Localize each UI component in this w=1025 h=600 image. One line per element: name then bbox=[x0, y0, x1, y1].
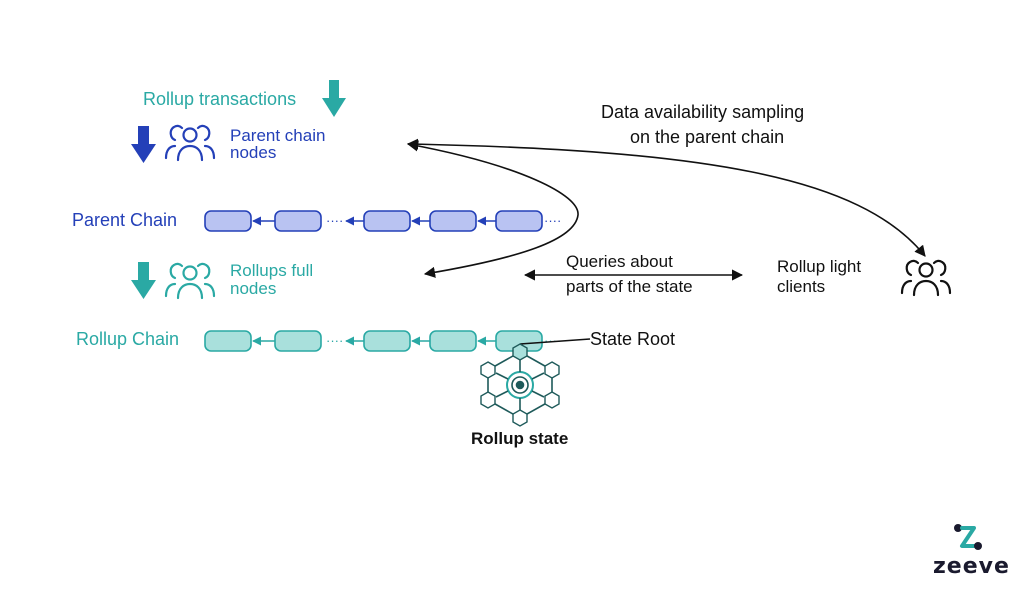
nodes-curved-arrow bbox=[406, 140, 579, 278]
rollup-state-label: Rollup state bbox=[471, 429, 569, 448]
svg-text:····: ···· bbox=[544, 213, 561, 228]
rollup-nodes-users-icon bbox=[164, 262, 216, 300]
parent-chain-label: Parent Chain bbox=[72, 210, 178, 230]
das-label-line1: Data availability sampling bbox=[601, 102, 805, 122]
parent-block bbox=[363, 210, 411, 232]
parent-block bbox=[204, 210, 252, 232]
state-root-label: State Root bbox=[590, 329, 676, 349]
rollup-transactions-down-arrow bbox=[322, 80, 346, 117]
zeeve-logo-icon bbox=[954, 524, 982, 550]
queries-label-line2: parts of the state bbox=[566, 277, 693, 296]
das-arrow bbox=[406, 138, 926, 257]
light-clients-label-line1: Rollup light bbox=[777, 257, 862, 276]
rollups-full-nodes-label-line1: Rollups full bbox=[230, 261, 314, 280]
rollup-transactions-label: Rollup transactions bbox=[143, 89, 297, 109]
parent-chain-blocks: ···· ···· bbox=[204, 210, 561, 232]
parent-chain-nodes-label-line1: Parent chain bbox=[230, 126, 326, 145]
queries-label-line1: Queries about bbox=[566, 252, 673, 271]
rollup-state-network-icon bbox=[480, 343, 560, 427]
parent-block bbox=[429, 210, 477, 232]
rollup-chain-blocks: ···· ···· bbox=[204, 330, 561, 352]
light-clients-users-icon bbox=[900, 259, 952, 297]
zeeve-brand-name: zeeve bbox=[933, 554, 1010, 579]
rollups-full-nodes-label-line2: nodes bbox=[230, 279, 277, 298]
parent-nodes-users-icon bbox=[164, 124, 216, 162]
parent-nodes-down-arrow bbox=[131, 126, 156, 163]
svg-text:····: ···· bbox=[326, 333, 343, 348]
rollup-block bbox=[204, 330, 252, 352]
state-root-pointer bbox=[519, 338, 591, 345]
svg-text:····: ···· bbox=[326, 213, 343, 228]
rollup-chain-label: Rollup Chain bbox=[76, 329, 180, 349]
svg-text:····: ···· bbox=[544, 333, 561, 348]
parent-block bbox=[274, 210, 322, 232]
rollup-block bbox=[429, 330, 477, 352]
parent-block bbox=[495, 210, 543, 232]
rollup-nodes-down-arrow bbox=[131, 262, 156, 299]
rollup-block bbox=[274, 330, 322, 352]
light-clients-label-line2: clients bbox=[777, 277, 826, 296]
parent-chain-nodes-label-line2: nodes bbox=[230, 143, 277, 162]
rollup-block bbox=[363, 330, 411, 352]
